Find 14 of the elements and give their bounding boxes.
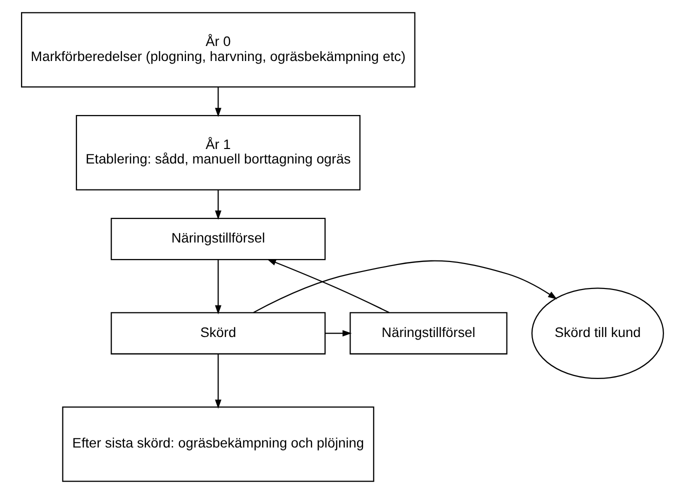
node-box: Näringstillförsel	[110, 218, 326, 260]
node-ellipse: Skörd till kund	[530, 288, 664, 380]
arrow	[214, 87, 221, 118]
arrow	[324, 330, 352, 337]
node-box: År 0 Markförberedelser (plogning, harvning, ogräsbekämpning etc)	[20, 12, 415, 88]
node-box: Skörd	[110, 312, 326, 354]
node-box: Näringstillförsel	[349, 312, 507, 354]
node-box: Efter sista skörd: ogräsbekämpning och plöjning	[62, 406, 374, 482]
arrow	[214, 260, 221, 314]
arrow	[266, 258, 389, 314]
node-box: År 1 Etablering: sådd, manuell borttagning ogräs	[75, 114, 360, 190]
arrow	[252, 260, 557, 314]
arrow	[214, 354, 221, 409]
arrow	[214, 190, 221, 220]
